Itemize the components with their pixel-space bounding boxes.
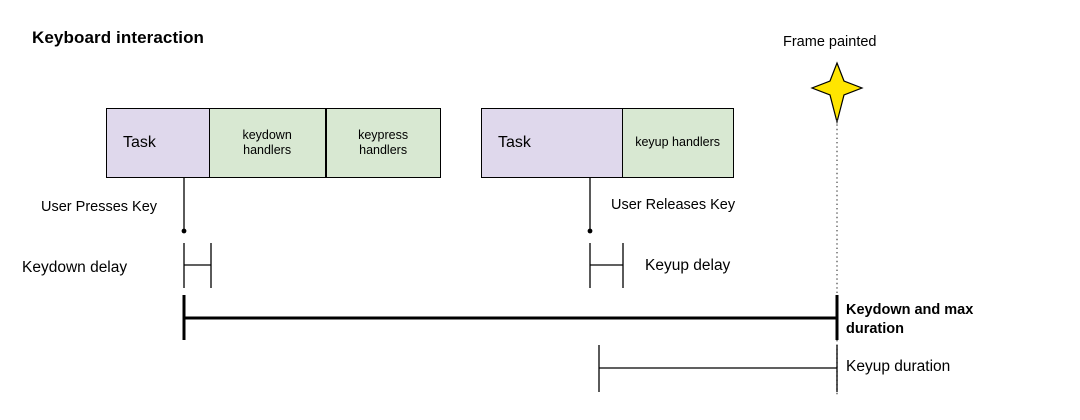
keydown-delay-label: Keydown delay	[22, 259, 128, 276]
frame-painted-label: Frame painted	[783, 34, 877, 50]
keydown-and-max-duration-line2: duration	[846, 320, 904, 337]
keydown-handlers-label-line2: handlers	[243, 143, 292, 157]
keydown-and-max-duration-line1: Keydown and max	[846, 302, 974, 318]
keydown-delay-span	[183, 243, 212, 288]
keyup-delay-span	[589, 243, 624, 288]
keyup-delay-label: Keyup delay	[645, 257, 731, 274]
task-group-keydown: Task keydown handlers keypress handlers	[106, 108, 442, 178]
keyup-duration-label: Keyup duration	[846, 358, 951, 375]
task-box-2-label: Task	[498, 134, 531, 152]
keypress-handlers-box[interactable]: keypress handlers	[325, 108, 441, 178]
task-box-1-label: Task	[123, 134, 156, 152]
frame-painted-star-icon	[810, 61, 864, 125]
keyup-handlers-label: keyup handlers	[635, 135, 720, 150]
keydown-and-max-duration-span	[182, 295, 839, 340]
user-releases-key-dot	[587, 228, 593, 234]
keypress-handlers-label-line1: keypress	[358, 127, 409, 142]
task-group-keyup: Task keyup handlers	[481, 108, 735, 178]
keydown-handlers-box[interactable]: keydown handlers	[208, 108, 326, 178]
keypress-handlers-label: keypress handlers	[358, 128, 408, 159]
user-presses-key-dot	[181, 228, 187, 234]
task-box-2[interactable]: Task	[481, 108, 623, 178]
keydown-and-max-duration-label: Keydown and max duration	[846, 301, 1026, 338]
keydown-handlers-label: keydown handlers	[242, 128, 291, 159]
user-presses-key-label: User Presses Key	[41, 199, 158, 215]
keydown-handlers-label-line1: keydown	[242, 127, 292, 142]
keyup-duration-span	[598, 345, 838, 392]
task-box-1[interactable]: Task	[106, 108, 210, 178]
page-title: Keyboard interaction	[32, 28, 205, 47]
keypress-handlers-label-line2: handlers	[359, 143, 408, 157]
user-releases-key-label: User Releases Key	[611, 197, 736, 213]
keyup-handlers-box[interactable]: keyup handlers	[621, 108, 734, 178]
